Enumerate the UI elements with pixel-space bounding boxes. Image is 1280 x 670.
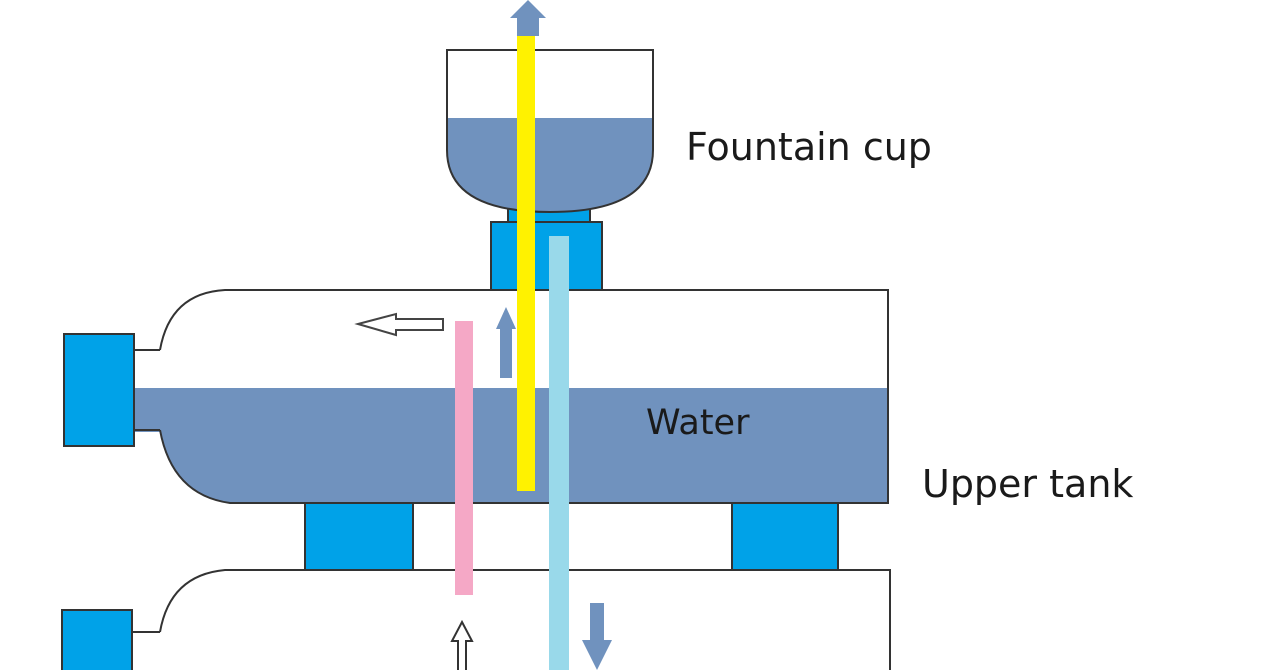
upper-tank-neck-water bbox=[134, 388, 162, 432]
light-blue-pipe bbox=[549, 236, 569, 670]
hollow-arrow-left-icon bbox=[354, 312, 444, 337]
upper-tank-outline bbox=[159, 289, 889, 504]
support-block-left bbox=[304, 502, 414, 571]
pink-pipe bbox=[455, 321, 473, 595]
water-label: Water bbox=[646, 403, 750, 443]
lower-tank-side-connector bbox=[61, 609, 133, 670]
upper-tank-label: Upper tank bbox=[922, 462, 1133, 506]
cup-base-connector bbox=[490, 221, 603, 291]
arrow-down-icon bbox=[582, 603, 612, 670]
lower-tank-outline bbox=[159, 569, 891, 670]
hollow-arrow-up-icon bbox=[450, 619, 474, 670]
cup-outline bbox=[446, 49, 654, 214]
arrow-up-icon bbox=[510, 0, 546, 36]
support-block-right bbox=[731, 502, 839, 571]
arrow-up-icon bbox=[496, 307, 516, 378]
yellow-pipe bbox=[517, 35, 535, 491]
fountain-cup-label: Fountain cup bbox=[686, 125, 932, 169]
upper-tank: Water bbox=[63, 289, 889, 504]
cup-water bbox=[447, 118, 653, 212]
lower-tank bbox=[61, 569, 891, 670]
fountain-cup: Fountain cup bbox=[446, 49, 932, 291]
upper-tank-side-connector bbox=[63, 333, 135, 447]
